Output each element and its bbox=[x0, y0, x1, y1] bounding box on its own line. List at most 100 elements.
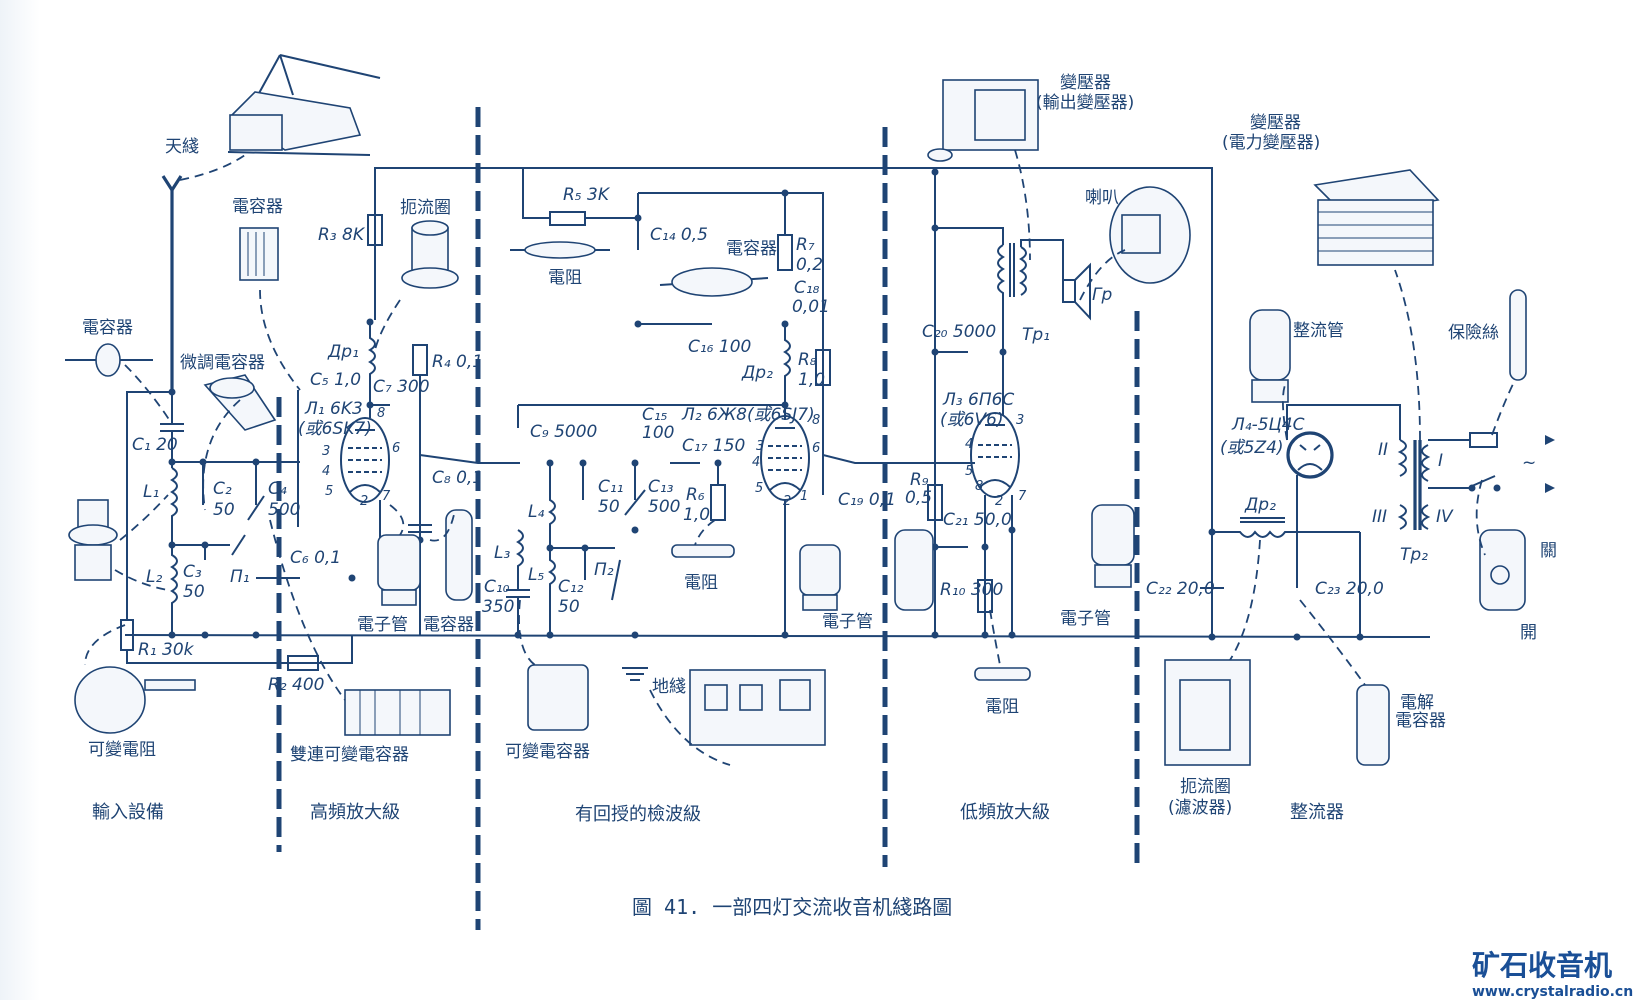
section-titles: 輸入設備 高頻放大級 有回授的檢波級 低頻放大級 整流器 bbox=[92, 802, 1344, 825]
svg-text:電容器: 電容器 bbox=[1395, 711, 1446, 731]
svg-text:R₁₀ 300: R₁₀ 300 bbox=[940, 580, 1003, 600]
svg-text:C₂₃ 20,0: C₂₃ 20,0 bbox=[1315, 579, 1384, 599]
svg-text:電子管: 電子管 bbox=[357, 615, 408, 635]
svg-text:電解: 電解 bbox=[1400, 693, 1434, 713]
svg-text:L₄: L₄ bbox=[528, 502, 544, 522]
svg-text:(或6SK7): (或6SK7) bbox=[298, 419, 372, 439]
svg-text:3: 3 bbox=[1016, 413, 1024, 428]
tp2-secondary bbox=[1397, 439, 1407, 530]
svg-text:Л₄-5Ц4С: Л₄-5Ц4С bbox=[1231, 415, 1305, 435]
label-capacitor-top: 電容器 bbox=[232, 197, 283, 217]
svg-text:C₁ 20: C₁ 20 bbox=[132, 435, 178, 455]
svg-text:C₂: C₂ bbox=[213, 479, 232, 499]
svg-text:電阻: 電阻 bbox=[985, 697, 1019, 717]
svg-text:R₅ 3K: R₅ 3K bbox=[563, 185, 611, 205]
b-plus-rail bbox=[374, 167, 1213, 637]
svg-text:C₂₂ 20,0: C₂₂ 20,0 bbox=[1146, 579, 1215, 599]
svg-text:電子管: 電子管 bbox=[1060, 609, 1111, 629]
svg-text:5: 5 bbox=[965, 464, 973, 479]
stage-dividers bbox=[276, 107, 1140, 930]
svg-text:0,01: 0,01 bbox=[792, 297, 830, 317]
svg-text:IV: IV bbox=[1436, 507, 1454, 527]
svg-text:7: 7 bbox=[1018, 489, 1027, 504]
svg-text:保險絲: 保險絲 bbox=[1448, 323, 1499, 343]
svg-text:C₁₃: C₁₃ bbox=[648, 477, 674, 497]
svg-text:C₇ 300: C₇ 300 bbox=[373, 377, 430, 397]
svg-text:III: III bbox=[1372, 507, 1387, 527]
capacitor-illustration-top bbox=[239, 227, 279, 281]
svg-text:(或5Z4): (或5Z4) bbox=[1220, 438, 1284, 458]
svg-text:4: 4 bbox=[322, 464, 330, 479]
svg-text:Дp₂: Дp₂ bbox=[741, 363, 773, 383]
hf-labels: R₃ 8K 扼流圈 Дp₁ R₄ 0,1 C₅ 1,0 C₇ 300 Л₁ 6K… bbox=[268, 198, 483, 765]
svg-text:R₄ 0,1: R₄ 0,1 bbox=[432, 352, 483, 372]
r9-resistor bbox=[927, 484, 943, 521]
filter-choke-illustration bbox=[1164, 659, 1251, 766]
svg-text:R₁ 30k: R₁ 30k bbox=[138, 640, 195, 660]
section-lf-amp: 低頻放大級 bbox=[960, 802, 1050, 823]
switch-p2 bbox=[611, 559, 621, 601]
svg-text:R₈: R₈ bbox=[798, 350, 817, 370]
svg-text:關: 關 bbox=[1540, 541, 1557, 561]
building-ground-illustration bbox=[689, 669, 826, 746]
svg-text:Дp₁: Дp₁ bbox=[327, 342, 359, 362]
svg-text:3: 3 bbox=[756, 439, 764, 454]
svg-text:C₁₀: C₁₀ bbox=[484, 577, 510, 597]
svg-text:R₂ 400: R₂ 400 bbox=[268, 675, 324, 695]
svg-text:R₉: R₉ bbox=[910, 470, 929, 490]
svg-text:C₈ 0,1: C₈ 0,1 bbox=[432, 468, 483, 488]
svg-text:1,0: 1,0 bbox=[798, 370, 825, 390]
svg-text:8: 8 bbox=[975, 479, 983, 494]
section-detector: 有回授的檢波級 bbox=[575, 804, 701, 825]
choke-dr1 bbox=[368, 322, 376, 418]
svg-text:Tp₁: Tp₁ bbox=[1022, 325, 1050, 345]
ground-symbol bbox=[622, 667, 648, 681]
r8-resistor bbox=[815, 349, 831, 386]
switch-p1 bbox=[231, 534, 246, 556]
svg-text:5: 5 bbox=[325, 484, 333, 499]
tp1-secondary bbox=[1019, 246, 1027, 296]
svg-text:Л₂ 6Ж8(或6SJ7): Л₂ 6Ж8(或6SJ7) bbox=[681, 405, 815, 425]
svg-text:50: 50 bbox=[183, 582, 205, 602]
svg-text:8: 8 bbox=[377, 406, 385, 421]
svg-text:50: 50 bbox=[558, 597, 580, 617]
r3-resistor bbox=[367, 214, 383, 246]
svg-text:C₂₁ 50,0: C₂₁ 50,0 bbox=[943, 510, 1012, 530]
svg-text:(電力變壓器): (電力變壓器) bbox=[1222, 133, 1320, 153]
svg-text:C₁₁: C₁₁ bbox=[598, 477, 624, 497]
svg-text:C₁₂: C₁₂ bbox=[558, 577, 584, 597]
svg-text:R₆: R₆ bbox=[686, 485, 705, 505]
svg-text:C₂₀ 5000: C₂₀ 5000 bbox=[922, 322, 996, 342]
svg-text:C₄: C₄ bbox=[268, 479, 287, 499]
input-labels: 天綫 電容器 電容器 微調電容器 C₁ 20 L₁ C₂ 50 C₄ 500 L… bbox=[82, 137, 341, 760]
power-transformer-illustration bbox=[1313, 169, 1440, 266]
svg-text:電容器: 電容器 bbox=[423, 615, 474, 635]
tp2-primary bbox=[1421, 444, 1431, 530]
svg-text:6: 6 bbox=[392, 441, 400, 456]
svg-text:Tp₂: Tp₂ bbox=[1400, 545, 1428, 565]
electrolytic-capacitor-illustration-rect bbox=[1356, 684, 1390, 766]
resistor-illustration-detector-2 bbox=[671, 544, 735, 558]
svg-text:可變電容器: 可變電容器 bbox=[505, 742, 590, 762]
label-trimmer: 微調電容器 bbox=[180, 353, 265, 373]
potentiometer-illustration bbox=[74, 666, 196, 734]
r2-resistor bbox=[287, 655, 319, 671]
switch-illustration bbox=[1479, 529, 1526, 611]
ground-rail bbox=[124, 634, 1431, 638]
svg-text:100: 100 bbox=[642, 423, 674, 443]
output-transformer-illustration bbox=[927, 79, 1039, 162]
svg-text:L₁: L₁ bbox=[143, 482, 159, 502]
label-variable-resistor: 可變電阻 bbox=[88, 740, 156, 760]
speaker-symbol bbox=[1062, 279, 1076, 303]
svg-text:C₁₆ 100: C₁₆ 100 bbox=[688, 337, 751, 357]
lf-labels: 變壓器 (輸出變壓器) 喇叭 Гp C₂₀ 5000 Tp₁ Л₃ 6П6С (… bbox=[905, 73, 1134, 717]
svg-text:50: 50 bbox=[598, 497, 620, 517]
capacitor-illustration-detector bbox=[659, 267, 769, 297]
svg-text:Дp₂: Дp₂ bbox=[1244, 495, 1276, 515]
svg-text:4: 4 bbox=[752, 455, 760, 470]
svg-text:2: 2 bbox=[995, 494, 1003, 509]
fuse-illustration bbox=[1509, 289, 1527, 381]
choke-dr2 bbox=[783, 324, 791, 420]
section-rectifier: 整流器 bbox=[1290, 802, 1344, 823]
